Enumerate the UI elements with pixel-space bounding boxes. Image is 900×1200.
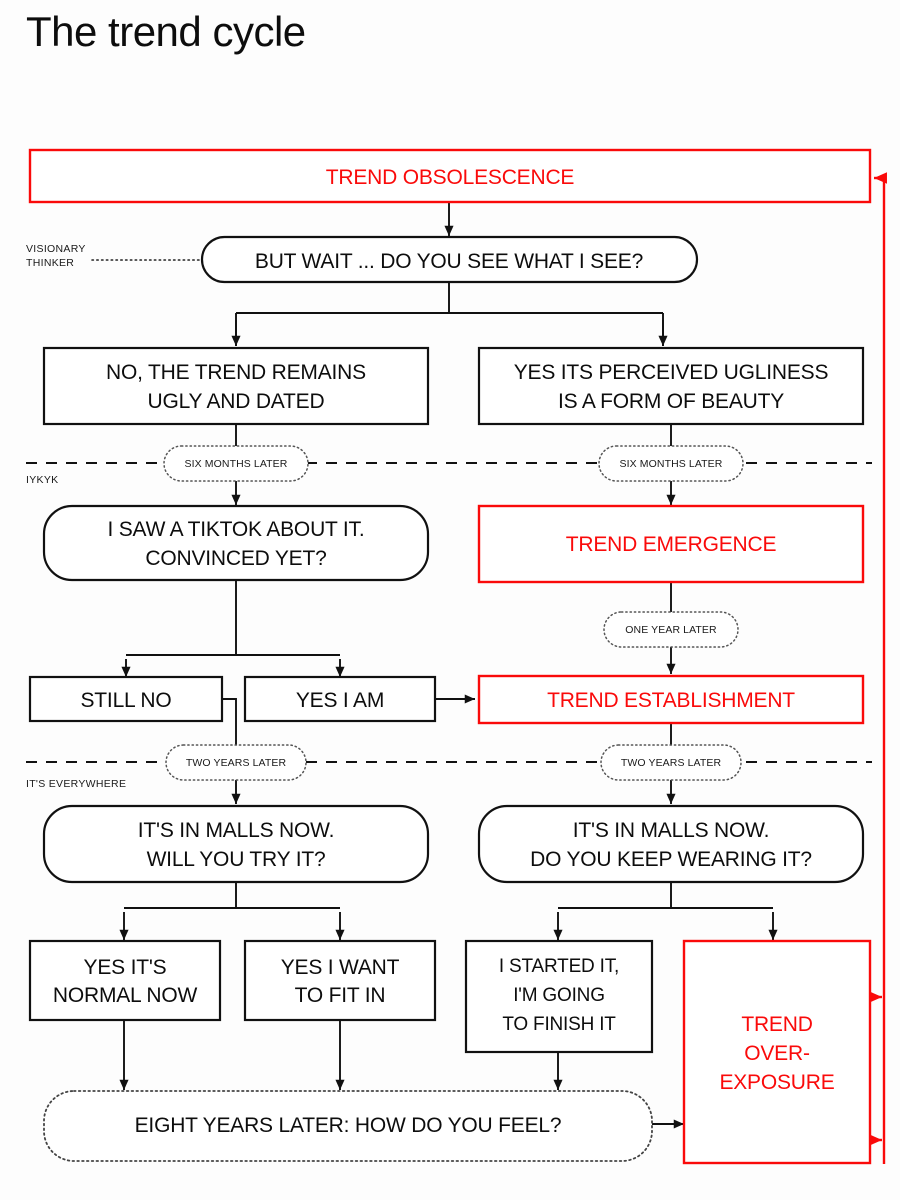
- node-yes-i-am-label: YES I AM: [296, 689, 384, 712]
- node-no-trend-ugly-line1: NO, THE TREND REMAINS: [106, 361, 366, 384]
- node-yes-perceived-beauty[interactable]: YES ITS PERCEIVED UGLINESS IS A FORM OF …: [477, 346, 865, 426]
- node-trend-overexposure[interactable]: TREND OVER- EXPOSURE: [682, 939, 872, 1165]
- red-loop-riser: [880, 176, 886, 1164]
- edge-mallstry-split: [124, 882, 340, 909]
- node-malls-keep-wearing[interactable]: IT'S IN MALLS NOW. DO YOU KEEP WEARING I…: [477, 804, 865, 884]
- label-its-everywhere: IT'S EVERYWHERE: [26, 778, 126, 790]
- pill-six-months-later-right: SIX MONTHS LATER: [598, 445, 744, 482]
- pill-six-months-left-label: SIX MONTHS LATER: [185, 458, 288, 470]
- label-visionary-line2: THINKER: [26, 257, 74, 269]
- label-visionary-line1: VISIONARY: [26, 243, 86, 255]
- node-eight-years-later[interactable]: EIGHT YEARS LATER: HOW DO YOU FEEL?: [43, 1090, 653, 1162]
- node-malls-try-line2: WILL YOU TRY IT?: [147, 848, 326, 871]
- node-but-wait[interactable]: BUT WAIT ... DO YOU SEE WHAT I SEE?: [200, 235, 699, 284]
- node-fitin-line1: YES I WANT: [281, 956, 400, 979]
- pill-two-years-later-right: TWO YEARS LATER: [600, 744, 742, 781]
- node-still-no-label: STILL NO: [81, 689, 172, 712]
- pill-six-months-right-label: SIX MONTHS LATER: [620, 458, 723, 470]
- edge-stillno-to-pill: [222, 698, 237, 745]
- node-malls-will-you-try[interactable]: IT'S IN MALLS NOW. WILL YOU TRY IT?: [42, 804, 430, 884]
- node-saw-tiktok-line2: CONVINCED YET?: [145, 547, 326, 570]
- node-trend-establishment-label: TREND ESTABLISHMENT: [547, 689, 795, 712]
- pill-two-years-later-left: TWO YEARS LATER: [165, 744, 307, 781]
- node-yes-want-to-fit-in[interactable]: YES I WANT TO FIT IN: [243, 939, 437, 1022]
- node-eight-years-label: EIGHT YEARS LATER: HOW DO YOU FEEL?: [135, 1114, 562, 1137]
- node-yes-its-normal-now[interactable]: YES IT'S NORMAL NOW: [28, 939, 222, 1022]
- node-trend-obsolescence-label: TREND OBSOLESCENCE: [326, 166, 575, 189]
- pill-two-years-left-label: TWO YEARS LATER: [186, 757, 287, 769]
- node-trend-emergence[interactable]: TREND EMERGENCE: [477, 504, 865, 584]
- node-overexposure-line1: TREND: [741, 1013, 812, 1036]
- pill-one-year-label: ONE YEAR LATER: [625, 624, 717, 636]
- node-malls-try-line1: IT'S IN MALLS NOW.: [138, 819, 334, 842]
- node-trend-establishment[interactable]: TREND ESTABLISHMENT: [477, 674, 865, 725]
- node-malls-keep-line1: IT'S IN MALLS NOW.: [573, 819, 769, 842]
- edge-butwait-split: [235, 282, 664, 346]
- node-trend-obsolescence[interactable]: TREND OBSOLESCENCE: [28, 148, 872, 204]
- pill-one-year-later: ONE YEAR LATER: [603, 611, 739, 648]
- label-iykyk: IYKYK: [26, 474, 58, 486]
- node-still-no[interactable]: STILL NO: [28, 675, 224, 723]
- node-overexposure-line3: EXPOSURE: [719, 1071, 834, 1094]
- node-malls-keep-line2: DO YOU KEEP WEARING IT?: [530, 848, 812, 871]
- node-yes-perceived-beauty-line2: IS A FORM OF BEAUTY: [558, 390, 784, 413]
- edge-mallskeep-split: [558, 882, 773, 909]
- node-saw-tiktok-line1: I SAW A TIKTOK ABOUT IT.: [107, 518, 364, 541]
- edge-tiktok-split: [126, 580, 340, 656]
- node-yes-i-am[interactable]: YES I AM: [243, 675, 437, 723]
- node-finish-line1: I STARTED IT,: [499, 956, 619, 977]
- node-finish-line3: TO FINISH IT: [502, 1014, 616, 1035]
- pill-six-months-later-left: SIX MONTHS LATER: [163, 445, 309, 482]
- node-but-wait-label: BUT WAIT ... DO YOU SEE WHAT I SEE?: [255, 250, 643, 273]
- node-fitin-line2: TO FIT IN: [295, 984, 386, 1007]
- node-normal-line1: YES IT'S: [84, 956, 167, 979]
- node-finish-line2: I'M GOING: [513, 985, 605, 1006]
- node-trend-emergence-label: TREND EMERGENCE: [566, 533, 777, 556]
- pill-two-years-right-label: TWO YEARS LATER: [621, 757, 722, 769]
- node-started-it-finish-it[interactable]: I STARTED IT, I'M GOING TO FINISH IT: [464, 939, 654, 1054]
- node-no-trend-ugly-line2: UGLY AND DATED: [148, 390, 325, 413]
- node-yes-perceived-beauty-line1: YES ITS PERCEIVED UGLINESS: [514, 361, 829, 384]
- node-normal-line2: NORMAL NOW: [53, 984, 198, 1007]
- node-overexposure-line2: OVER-: [744, 1042, 810, 1065]
- node-no-trend-ugly[interactable]: NO, THE TREND REMAINS UGLY AND DATED: [42, 346, 430, 426]
- node-saw-tiktok[interactable]: I SAW A TIKTOK ABOUT IT. CONVINCED YET?: [42, 504, 430, 582]
- page-title: The trend cycle: [26, 8, 306, 55]
